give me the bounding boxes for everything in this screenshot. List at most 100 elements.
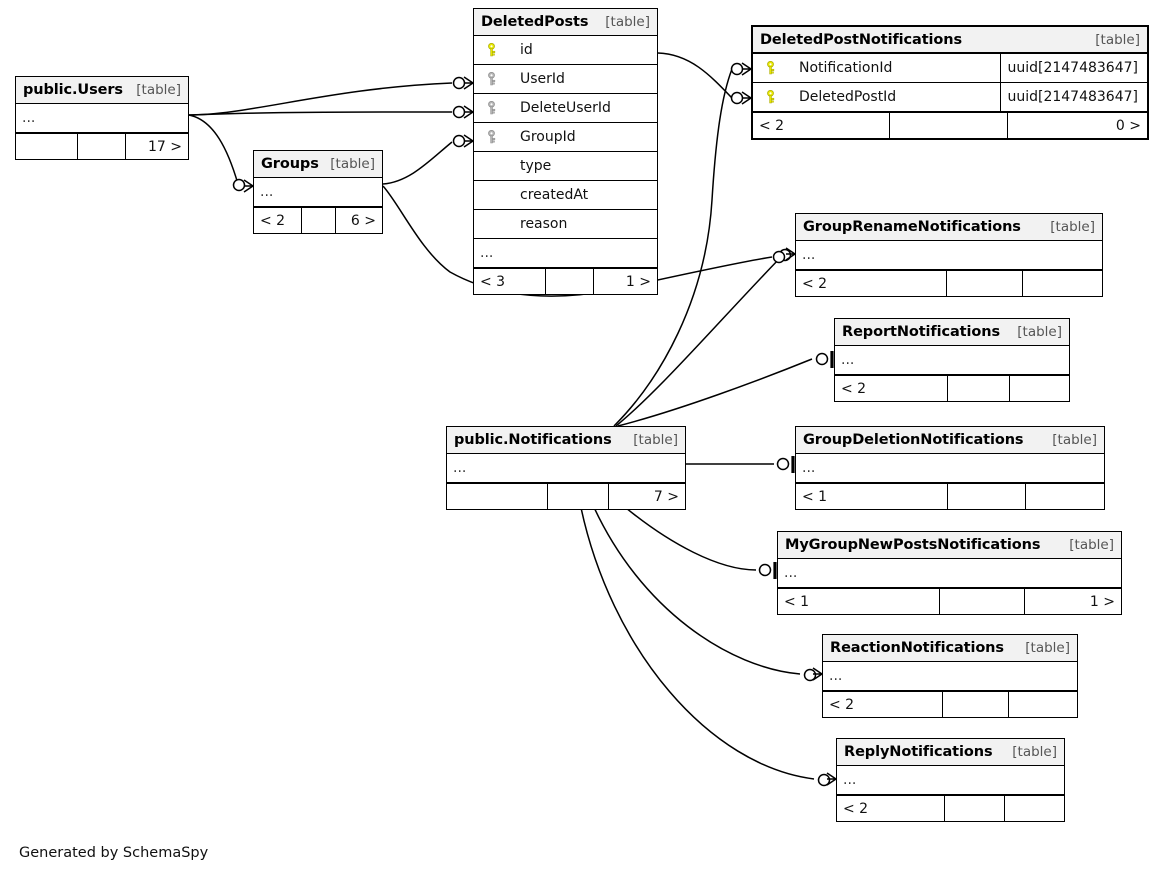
footer-spacer[interactable]	[890, 113, 1008, 138]
table-type-tag: [table]	[1050, 219, 1095, 235]
footer-spacer[interactable]	[78, 134, 126, 159]
table-header-groups: Groups[table]	[254, 151, 382, 178]
table-replynotifications[interactable]: ReplyNotifications[table]...< 2	[836, 738, 1065, 822]
footer-spacer[interactable]	[940, 589, 1025, 614]
edge-notifications-reactionnotifications	[591, 502, 801, 675]
more-columns-ellipsis[interactable]: ...	[835, 346, 1069, 375]
table-title: DeletedPostNotifications	[760, 31, 963, 48]
table-groups[interactable]: Groups[table]...< 2 6 >	[253, 150, 383, 234]
footer-spacer[interactable]	[302, 208, 336, 233]
connector-circle	[758, 563, 772, 577]
parent-relation-count[interactable]: < 2	[823, 692, 943, 717]
connector-circle	[452, 76, 466, 90]
footer-spacer[interactable]	[548, 484, 609, 509]
child-relation-count[interactable]: 6 >	[350, 212, 376, 229]
column-type: uuid[2147483647]	[1000, 54, 1141, 82]
table-header-groupdeletionnotifications: GroupDeletionNotifications[table]	[796, 427, 1104, 454]
primary-key-icon	[480, 43, 502, 57]
table-users[interactable]: public.Users[table]...17 >	[15, 76, 189, 160]
table-deletedpostnotifications[interactable]: DeletedPostNotifications[table]Notificat…	[751, 25, 1149, 140]
more-columns-ellipsis[interactable]: ...	[16, 104, 188, 133]
table-footer-deletedposts: < 3 1 >	[474, 268, 657, 294]
table-column-row[interactable]: UserId	[474, 65, 657, 94]
more-columns-ellipsis[interactable]: ...	[823, 662, 1077, 691]
table-footer-notifications: 7 >	[447, 483, 685, 509]
child-relation-count[interactable]: 17 >	[148, 138, 182, 155]
more-columns-ellipsis[interactable]: ...	[796, 241, 1102, 270]
parent-relation-count[interactable]: < 2	[837, 796, 945, 821]
table-column-row[interactable]: type	[474, 152, 657, 181]
table-type-tag: [table]	[1025, 640, 1070, 656]
table-header-deletedposts: DeletedPosts [table]	[474, 9, 657, 36]
parent-relation-count[interactable]: < 3	[474, 269, 546, 294]
more-columns-ellipsis[interactable]: ...	[837, 766, 1064, 795]
child-relation-count[interactable]: 7 >	[653, 488, 679, 505]
table-title: DeletedPosts	[481, 14, 589, 30]
parent-relation-count[interactable]	[447, 484, 548, 509]
parent-relation-count[interactable]	[16, 134, 78, 159]
table-column-row[interactable]: reason	[474, 210, 657, 239]
footer-spacer[interactable]	[945, 796, 1005, 821]
primary-key-icon	[759, 90, 781, 104]
column-name: DeletedPostId	[799, 89, 897, 105]
parent-relation-count[interactable]: < 2	[254, 208, 302, 233]
table-header-replynotifications: ReplyNotifications[table]	[837, 739, 1064, 766]
more-columns-ellipsis[interactable]: ...	[778, 559, 1121, 588]
table-groupdeletionnotifications[interactable]: GroupDeletionNotifications[table]...< 1	[795, 426, 1105, 510]
table-header-reportnotifications: ReportNotifications[table]	[835, 319, 1069, 346]
table-title: MyGroupNewPostsNotifications	[785, 537, 1041, 553]
table-footer-groupdeletionnotifications: < 1	[796, 483, 1104, 509]
child-relation-count[interactable]	[1009, 692, 1077, 717]
connector-circle	[730, 91, 744, 105]
more-columns-ellipsis[interactable]: ...	[796, 454, 1104, 483]
foreign-key-icon	[480, 101, 502, 115]
more-columns-ellipsis[interactable]: ...	[447, 454, 685, 483]
edge-notifications-mygroupnewpostsnotifications	[619, 502, 757, 571]
table-mygroupnewpostsnotifications[interactable]: MyGroupNewPostsNotifications [table]...< …	[777, 531, 1122, 615]
child-relation-count[interactable]: 0 >	[1115, 117, 1141, 134]
table-column-row[interactable]: id	[474, 36, 657, 65]
edge-users-groups	[188, 114, 239, 185]
table-reactionnotifications[interactable]: ReactionNotifications[table]...< 2	[822, 634, 1078, 718]
parent-relation-count[interactable]: < 1	[796, 484, 948, 509]
parent-relation-count[interactable]: < 2	[753, 113, 890, 138]
table-grouprenamenotifications[interactable]: GroupRenameNotifications[table]...< 2	[795, 213, 1103, 297]
table-type-tag: [table]	[1069, 537, 1114, 553]
table-footer-users: 17 >	[16, 133, 188, 159]
footer-spacer[interactable]	[546, 269, 594, 294]
table-column-row[interactable]: DeleteUserId	[474, 94, 657, 123]
table-header-mygroupnewpostsnotifications: MyGroupNewPostsNotifications [table]	[778, 532, 1121, 559]
parent-relation-count[interactable]: < 1	[778, 589, 940, 614]
child-relation-count[interactable]: 1 >	[625, 273, 651, 290]
child-relation-count[interactable]	[1026, 484, 1104, 509]
table-type-tag: [table]	[605, 14, 650, 30]
column-name: GroupId	[520, 129, 576, 145]
table-column-row[interactable]: createdAt	[474, 181, 657, 210]
column-name: id	[520, 42, 533, 58]
parent-relation-count[interactable]: < 2	[796, 271, 947, 296]
parent-relation-count[interactable]: < 2	[835, 376, 948, 401]
footer-spacer[interactable]	[948, 376, 1010, 401]
table-footer-reportnotifications: < 2	[835, 375, 1069, 401]
column-name: DeleteUserId	[520, 100, 611, 116]
child-relation-count[interactable]: 1 >	[1089, 593, 1115, 610]
table-reportnotifications[interactable]: ReportNotifications[table]...< 2	[834, 318, 1070, 402]
footer-spacer[interactable]	[943, 692, 1009, 717]
table-type-tag: [table]	[1017, 324, 1062, 340]
child-relation-count[interactable]	[1010, 376, 1069, 401]
table-title: public.Notifications	[454, 432, 612, 448]
more-columns-ellipsis[interactable]: ...	[474, 239, 657, 268]
edge-users-deletedposts-userid	[188, 82, 453, 116]
table-notifications[interactable]: public.Notifications[table]...7 >	[446, 426, 686, 510]
table-column-row[interactable]: GroupId	[474, 123, 657, 152]
footer-spacer[interactable]	[947, 271, 1023, 296]
footer-spacer[interactable]	[948, 484, 1026, 509]
more-columns-ellipsis[interactable]: ...	[254, 178, 382, 207]
child-relation-count[interactable]	[1023, 271, 1102, 296]
connector-circle	[730, 62, 744, 76]
table-title: GroupDeletionNotifications	[803, 432, 1024, 448]
child-relation-count[interactable]	[1005, 796, 1064, 821]
